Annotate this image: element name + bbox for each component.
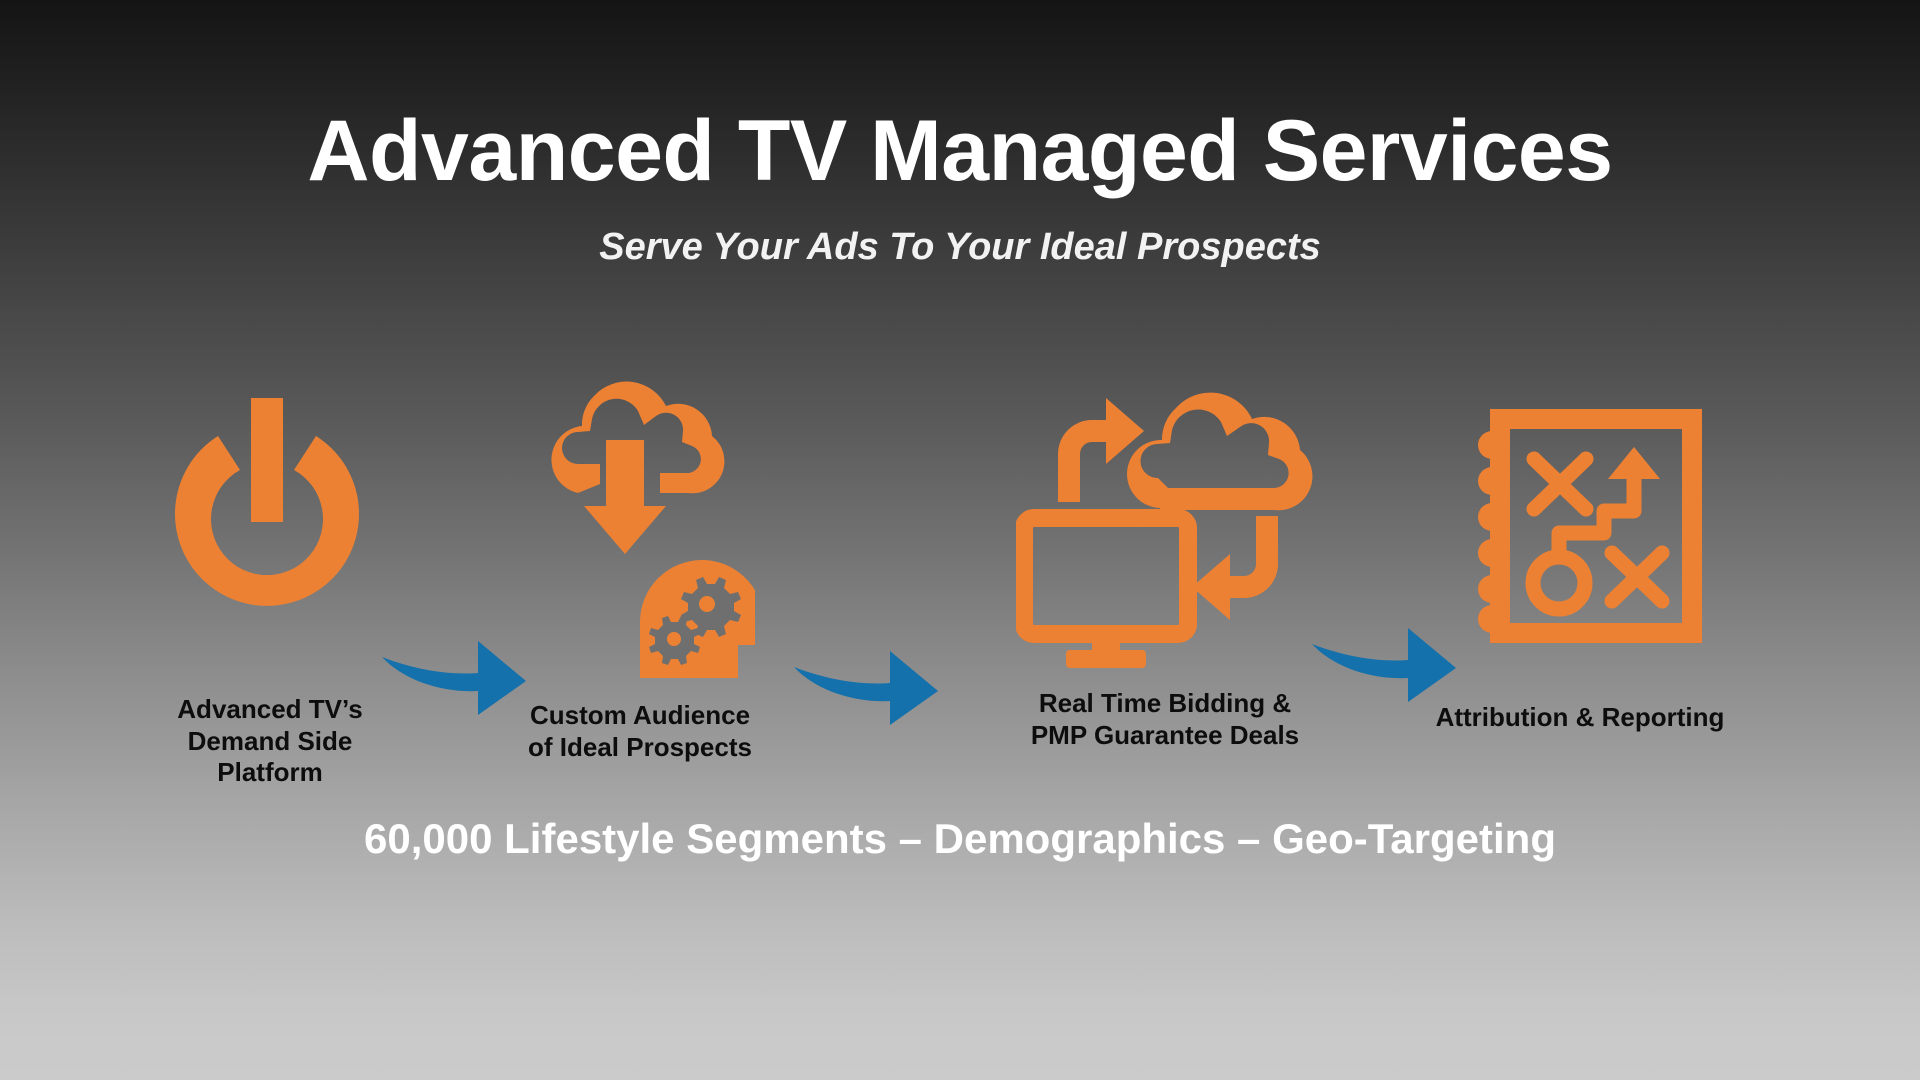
curved-right-arrow-icon xyxy=(1308,612,1458,707)
cloud-sync-monitor-icon xyxy=(1015,378,1321,668)
step1-label: Advanced TV’s Demand Side Platform xyxy=(177,694,363,788)
page-title: Advanced TV Managed Services xyxy=(307,103,1613,199)
step3-label: Real Time Bidding & PMP Guarantee Deals xyxy=(1030,688,1300,750)
footer-caption: 60,000 Lifestyle Segments – Demographics… xyxy=(364,815,1556,862)
strategy-playbook-icon xyxy=(1472,405,1707,645)
step4-label: Attribution & Reporting xyxy=(1435,702,1725,732)
step2-label: Custom Audience of Ideal Prospects xyxy=(528,700,752,762)
cloud-download-to-brain-icon xyxy=(520,378,770,678)
power-button-icon xyxy=(152,398,382,628)
curved-right-arrow-icon xyxy=(378,625,528,720)
page-subtitle: Serve Your Ads To Your Ideal Prospects xyxy=(599,226,1321,268)
curved-right-arrow-icon xyxy=(790,635,940,730)
